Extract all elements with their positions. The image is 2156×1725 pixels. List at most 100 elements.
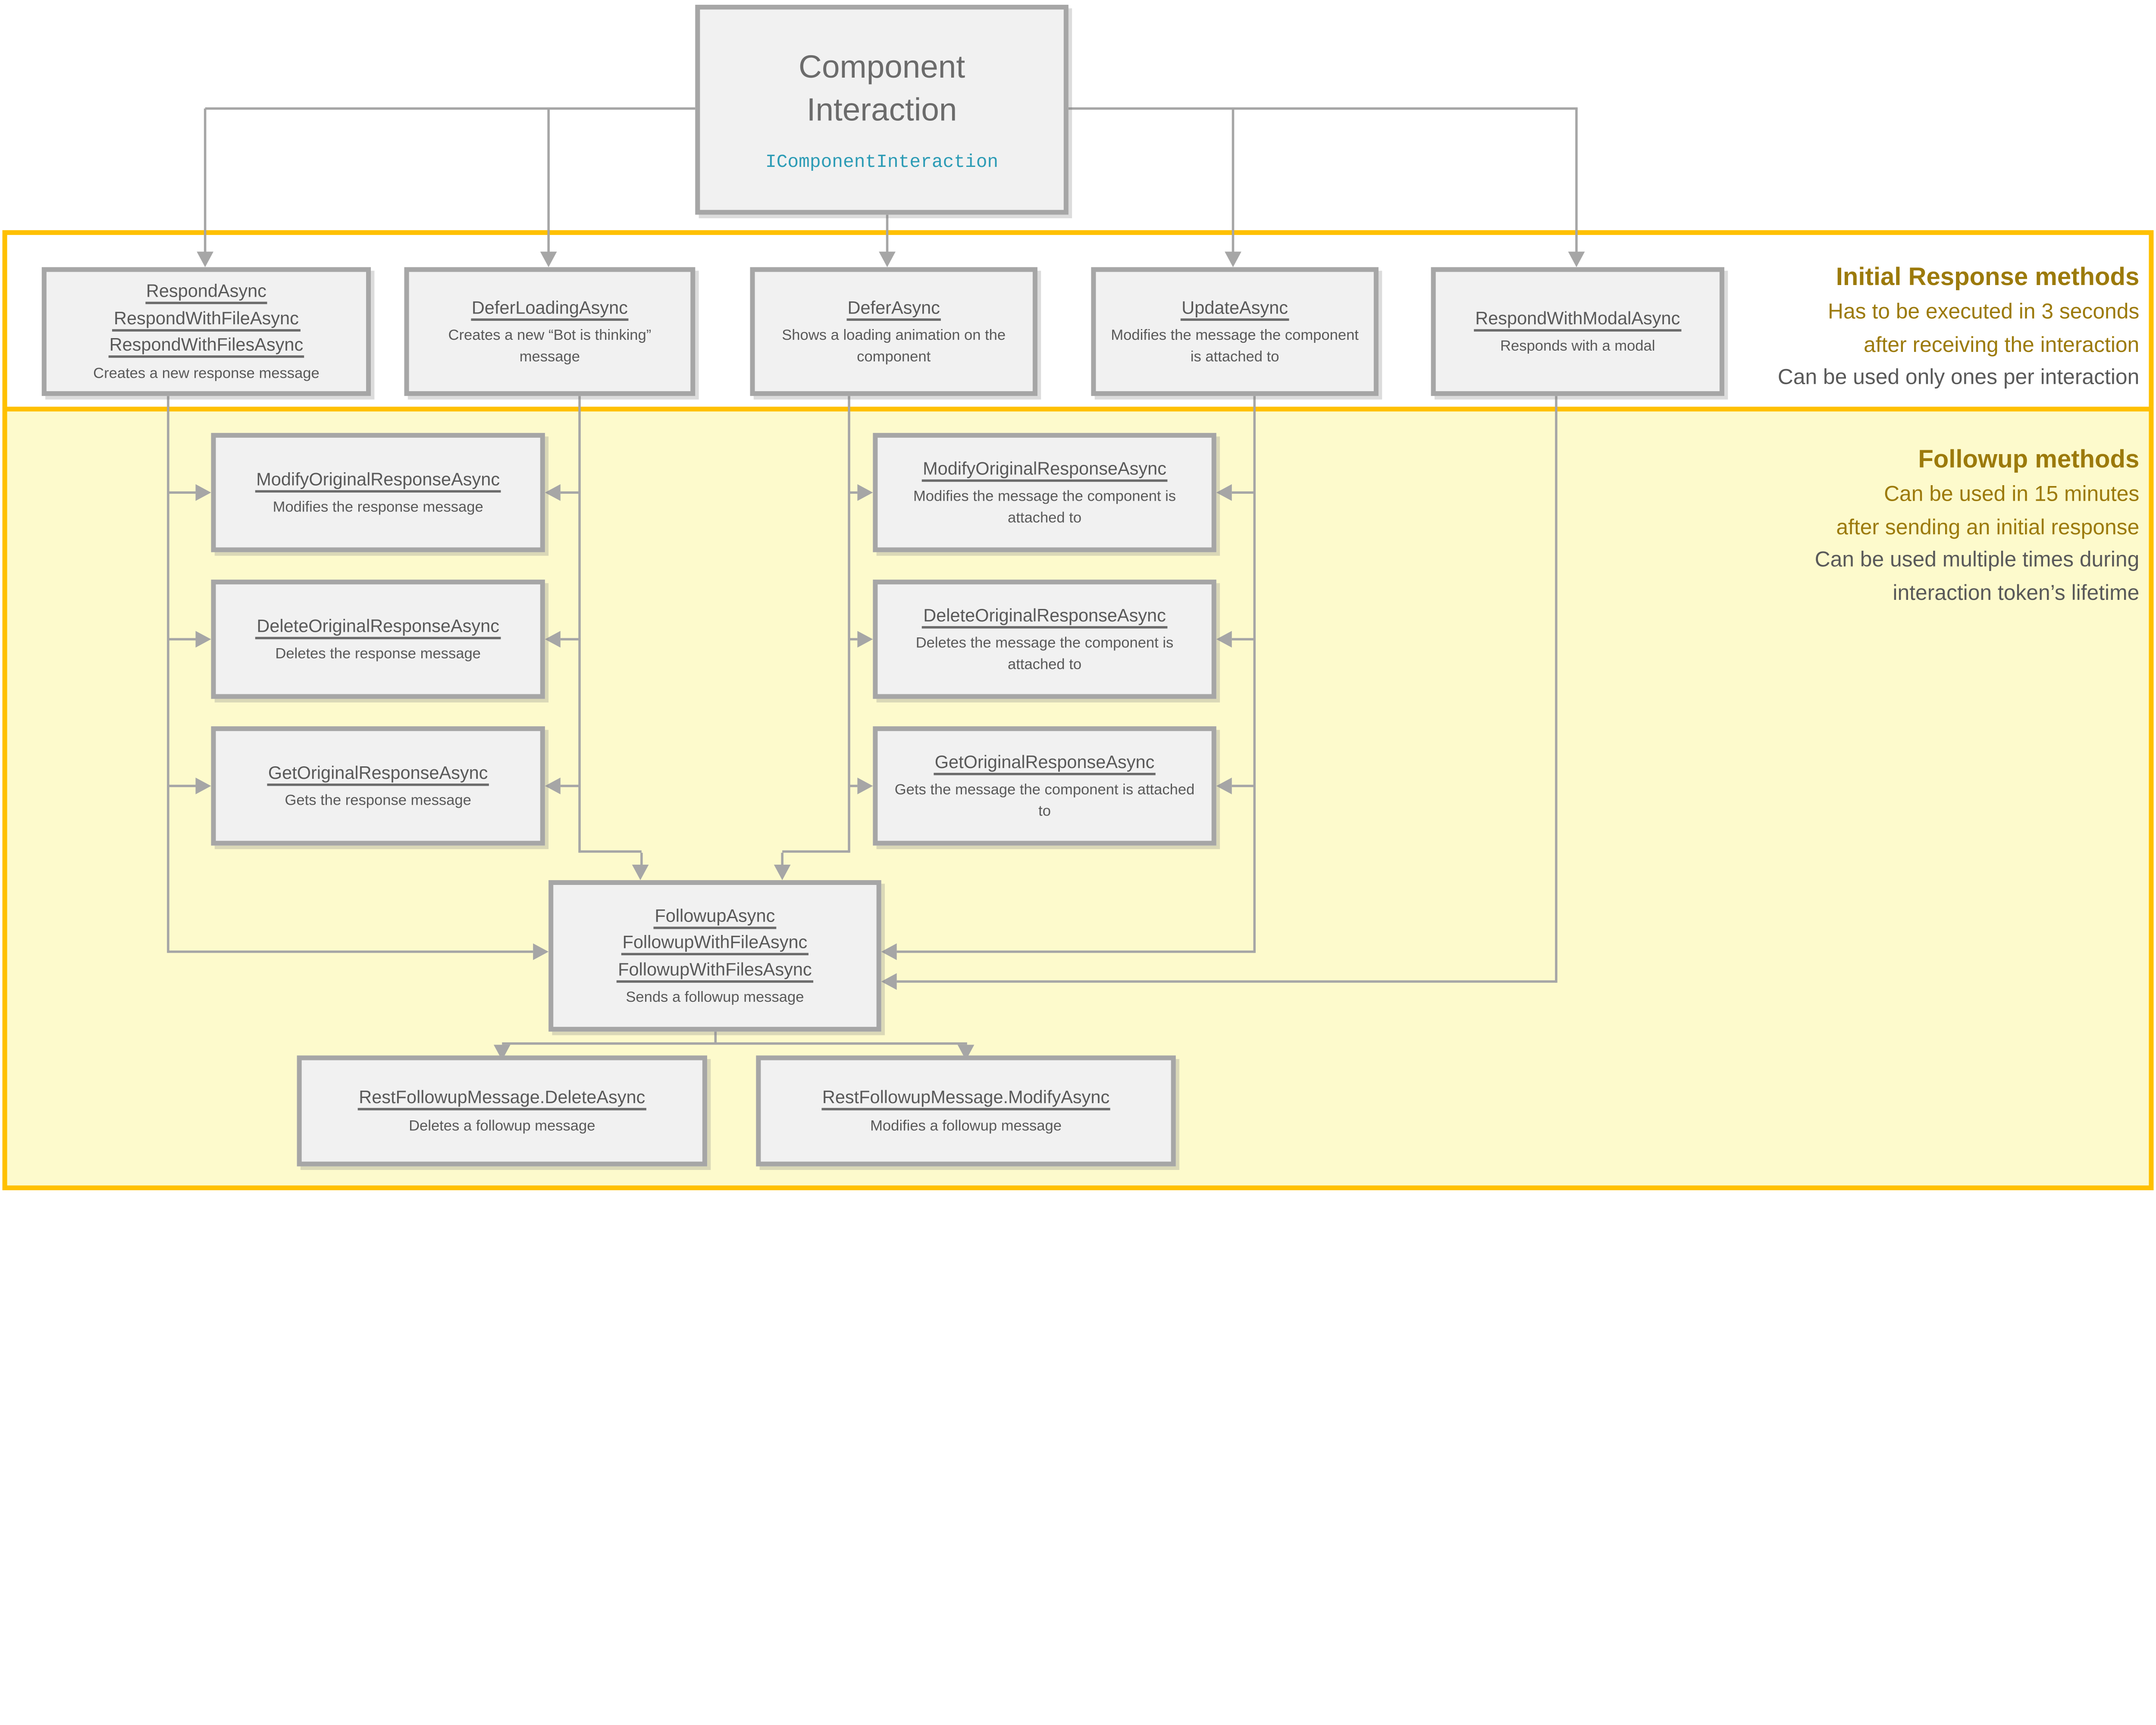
arrowhead-into-followup-right2 <box>881 973 897 990</box>
method-desc: Shows a loading animation on the compone… <box>782 327 1006 365</box>
connector-drop-respond <box>204 108 207 252</box>
trunk-defer <box>848 396 850 853</box>
method-name: DeferAsync <box>846 295 941 322</box>
method-desc: Modifies the message the component is at… <box>1111 327 1359 365</box>
initial-response-title: Initial Response methods <box>1836 263 2140 291</box>
method-name: DeleteOriginalResponseAsync <box>255 614 501 640</box>
method-name: UpdateAsync <box>1180 295 1289 322</box>
box-respond-with-modal-async: RespondWithModalAsync Responds with a mo… <box>1431 267 1724 396</box>
arrowhead-modify-right <box>545 484 561 501</box>
box-modify-original-response: ModifyOriginalResponseAsync Modifies the… <box>211 433 545 552</box>
branch-deferloading-modify <box>560 491 580 494</box>
interface-name: IComponentInteraction <box>765 151 999 172</box>
followup-note-3: Can be used multiple times during <box>1814 547 2140 571</box>
method-name: ModifyOriginalResponseAsync <box>255 467 501 494</box>
arrowhead-modify-left <box>195 484 211 501</box>
branch-deferloading-delete <box>560 638 580 641</box>
method-name: RespondWithFileAsync <box>113 306 300 333</box>
arrowhead-delete-right <box>545 630 561 648</box>
arrowhead-into-followup-right1 <box>881 943 897 960</box>
trunk-deferloading-jog <box>580 850 642 853</box>
connector-top-left <box>205 107 696 110</box>
box-defer-loading-async: DeferLoadingAsync Creates a new “Bot is … <box>404 267 696 396</box>
method-name: DeleteOriginalResponseAsync <box>922 603 1167 630</box>
box-rest-followup-modify: RestFollowupMessage.ModifyAsync Modifies… <box>756 1055 1176 1167</box>
followup-note-4: interaction token’s lifetime <box>1893 580 2140 604</box>
arrowhead-get-left <box>195 778 211 794</box>
arrowhead-delete2-left <box>857 630 873 648</box>
method-desc: Modifies the response message <box>273 499 483 516</box>
method-desc: Gets the message the component is attach… <box>894 781 1195 820</box>
method-name: RestFollowupMessage.ModifyAsync <box>821 1085 1111 1112</box>
arrowhead-into-followup-top1 <box>632 864 649 880</box>
box-rest-followup-delete: RestFollowupMessage.DeleteAsync Deletes … <box>297 1055 707 1167</box>
box-get-original-response-2: GetOriginalResponseAsync Gets the messag… <box>873 726 1216 846</box>
method-desc: Modifies the message the component is at… <box>913 488 1176 527</box>
method-name: RespondWithFilesAsync <box>108 333 304 360</box>
method-name: ModifyOriginalResponseAsync <box>921 456 1168 483</box>
trunk-defer-jog <box>782 850 849 853</box>
box-delete-original-response-2: DeleteOriginalResponseAsync Deletes the … <box>873 580 1216 699</box>
method-desc: Deletes a followup message <box>409 1117 595 1134</box>
box-followup-async: FollowupAsync FollowupWithFileAsync Foll… <box>548 880 881 1032</box>
branch-deferloading-get <box>560 784 580 787</box>
method-name: RestFollowupMessage.DeleteAsync <box>357 1085 647 1112</box>
arrowhead-into-followup-top2 <box>774 864 791 880</box>
trunk-deferloading <box>578 396 581 853</box>
method-desc: Deletes the response message <box>275 645 481 662</box>
method-name: RespondWithModalAsync <box>1474 306 1681 333</box>
diagram-canvas: Component Interaction IComponentInteract… <box>2 5 2154 1190</box>
connector-drop-deferloading <box>547 108 550 252</box>
method-name: GetOriginalResponseAsync <box>267 761 489 787</box>
branch-respond-get <box>168 784 196 787</box>
trunk-update-to-followup <box>896 950 1255 953</box>
box-modify-original-response-2: ModifyOriginalResponseAsync Modifies the… <box>873 433 1216 552</box>
arrowhead-into-modal <box>1568 251 1585 267</box>
connector-drop-defer <box>886 214 889 252</box>
initial-response-label-block: Initial Response methods Has to be execu… <box>1778 260 2140 394</box>
initial-response-note-3: Can be used only ones per interaction <box>1777 365 2140 389</box>
arrowhead-modify2-left <box>857 484 873 501</box>
arrowhead-into-defer <box>879 251 896 267</box>
method-name: RespondAsync <box>145 279 268 306</box>
trunk-modal <box>1555 396 1557 983</box>
arrowhead-delete-left <box>195 630 211 648</box>
arrowhead-into-update <box>1225 251 1241 267</box>
branch-update-delete <box>1232 638 1255 641</box>
arrowhead-modify2-right <box>1216 484 1232 501</box>
root-box-component-interaction: Component Interaction IComponentInteract… <box>695 5 1069 215</box>
followup-title: Followup methods <box>1918 446 2140 474</box>
followup-note-2: after sending an initial response <box>1836 514 2140 539</box>
method-desc: Sends a followup message <box>626 989 804 1006</box>
box-update-async: UpdateAsync Modifies the message the com… <box>1091 267 1379 396</box>
connector-drop-update <box>1232 108 1235 252</box>
initial-response-note-2: after receiving the interaction <box>1864 332 2140 356</box>
arrowhead-get2-right <box>1216 778 1232 794</box>
branch-defer-delete <box>849 638 858 641</box>
method-desc: Modifies a followup message <box>870 1117 1062 1134</box>
method-desc: Creates a new “Bot is thinking” message <box>448 327 652 365</box>
trunk-modal-to-followup <box>896 980 1556 983</box>
method-name: GetOriginalResponseAsync <box>933 750 1156 776</box>
arrowhead-get-right <box>545 778 561 794</box>
trunk-update <box>1253 396 1256 953</box>
followup-note-1: Can be used in 15 minutes <box>1884 482 2140 506</box>
trunk-respond-to-followup <box>168 950 533 953</box>
method-desc: Creates a new response message <box>93 364 320 382</box>
initial-response-note-1: Has to be executed in 3 seconds <box>1828 299 2140 323</box>
method-name: FollowupAsync <box>653 903 777 930</box>
arrowhead-into-followup-left <box>533 943 549 960</box>
arrowhead-into-deferloading <box>540 251 557 267</box>
branch-update-modify <box>1232 491 1255 494</box>
branch-defer-get <box>849 784 858 787</box>
box-defer-async: DeferAsync Shows a loading animation on … <box>750 267 1037 396</box>
arrowhead-get2-left <box>857 778 873 794</box>
branch-update-get <box>1232 784 1255 787</box>
followup-bottom-drop <box>714 1032 717 1044</box>
branch-defer-modify <box>849 491 858 494</box>
method-name: DeferLoadingAsync <box>470 295 629 322</box>
trunk-respond <box>167 396 169 953</box>
trunk-deferloading-drop <box>640 853 643 866</box>
trunk-defer-drop <box>781 853 783 866</box>
method-desc: Gets the response message <box>285 792 471 809</box>
